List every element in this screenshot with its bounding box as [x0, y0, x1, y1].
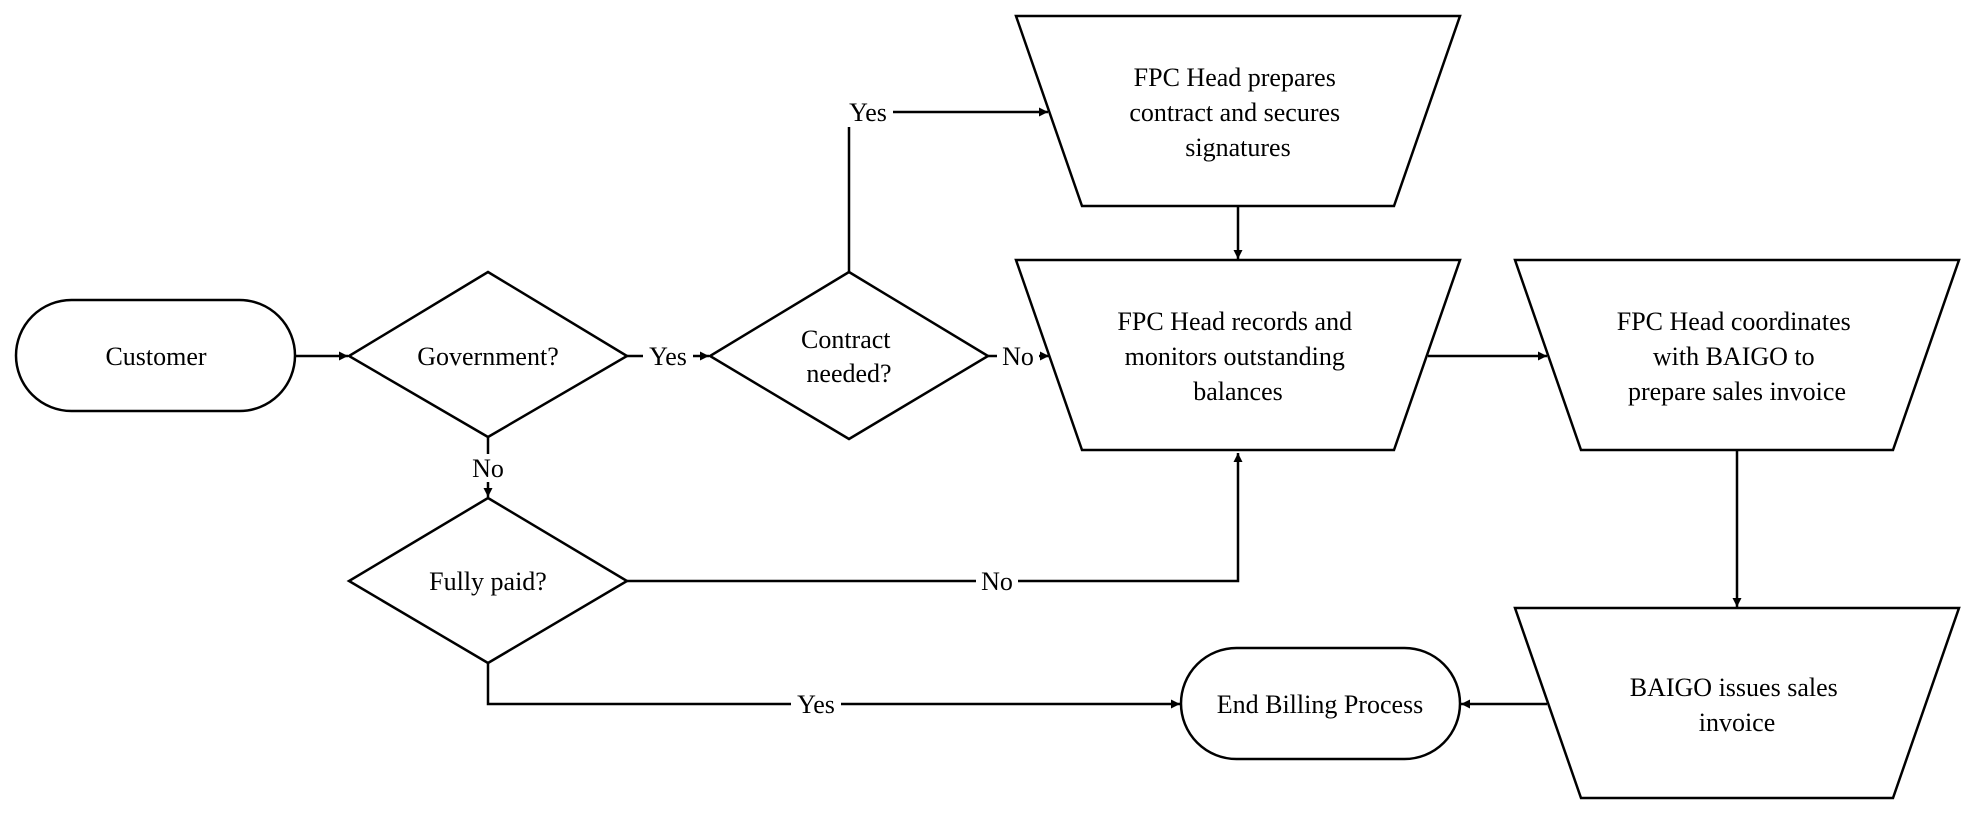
label-government-yes-text: Yes	[649, 342, 687, 371]
label-contract-no-text: No	[1002, 342, 1034, 371]
svg-text:FPC Head prepares contra: FPC Head prepares contract and secures s…	[1129, 63, 1346, 162]
label-contract-yes-text: Yes	[849, 98, 887, 127]
label-contract-yes: Yes	[843, 97, 893, 127]
records-balances-line-3: balances	[1193, 377, 1283, 406]
coordinates-baigo-line-2: with BAIGO to	[1653, 342, 1815, 371]
label-paid-yes: Yes	[791, 689, 841, 719]
svg-text:Customer: Customer	[105, 342, 206, 371]
contract-needed-line-2: needed?	[806, 359, 891, 388]
manual-operation-shape	[1014, 258, 1462, 452]
decision-shape	[346, 270, 630, 439]
svg-text:Government?: Government?	[417, 342, 559, 371]
end-billing-label: End Billing Process	[1217, 690, 1424, 719]
edge-contract-yes	[847, 107, 1048, 272]
government-label: Government?	[417, 342, 559, 371]
manual-operation-shape	[1513, 258, 1961, 452]
manual-operation-shape	[1513, 606, 1961, 800]
node-fully-paid-decision: Fully paid?	[346, 496, 630, 665]
svg-text:End Billing Process: End Billing Process	[1217, 690, 1424, 719]
node-baigo-issues: BAIGO issues sales invoice	[1513, 606, 1961, 800]
records-balances-line-1: FPC Head records and	[1117, 307, 1352, 336]
manual-operation-shape	[1014, 14, 1462, 208]
svg-text:FPC Head records and mon: FPC Head records and monitors outstandin…	[1117, 307, 1358, 406]
fully-paid-label: Fully paid?	[429, 567, 547, 596]
node-end-billing: End Billing Process	[1179, 646, 1462, 761]
svg-text:Fully paid?: Fully paid?	[429, 567, 547, 596]
edge-paid-yes	[486, 663, 1180, 709]
node-records-balances: FPC Head records and monitors outstandin…	[1014, 258, 1462, 452]
decision-shape	[346, 496, 630, 665]
label-paid-yes-text: Yes	[797, 690, 835, 719]
node-prepare-contract: FPC Head prepares contract and secures s…	[1014, 14, 1462, 208]
records-balances-line-2: monitors outstanding	[1125, 342, 1345, 371]
prepare-contract-line-2: contract and secures	[1129, 98, 1340, 127]
label-government-no: No	[467, 454, 509, 483]
contract-needed-line-1: Contract	[801, 325, 891, 354]
edge-paid-no	[627, 453, 1243, 583]
coordinates-baigo-line-1: FPC Head coordinates	[1617, 307, 1851, 336]
baigo-issues-line-2: invoice	[1699, 708, 1776, 737]
prepare-contract-line-3: signatures	[1185, 133, 1290, 162]
label-contract-no: No	[997, 341, 1039, 371]
terminator-shape	[1179, 646, 1462, 761]
customer-label: Customer	[105, 342, 206, 371]
label-paid-no-text: No	[981, 567, 1013, 596]
label-paid-no: No	[976, 566, 1018, 596]
label-government-no-text: No	[472, 454, 504, 483]
edge-labels: Yes No Yes No No Yes	[467, 97, 1039, 719]
svg-text:FPC Head coordinates wit: FPC Head coordinates with BAIGO to prepa…	[1617, 307, 1857, 406]
node-customer: Customer	[14, 298, 297, 413]
svg-text:Contract needed?: Contract needed?	[801, 325, 897, 388]
prepare-contract-line-1: FPC Head prepares	[1134, 63, 1336, 92]
svg-text:BAIGO issues sales invoi: BAIGO issues sales invoice	[1630, 673, 1845, 737]
node-contract-needed-decision: Contract needed?	[707, 270, 991, 441]
decision-shape	[707, 270, 991, 441]
node-government-decision: Government?	[346, 270, 630, 439]
node-coordinates-baigo: FPC Head coordinates with BAIGO to prepa…	[1513, 258, 1961, 452]
terminator-shape	[14, 298, 297, 413]
baigo-issues-line-1: BAIGO issues sales	[1630, 673, 1838, 702]
coordinates-baigo-line-3: prepare sales invoice	[1628, 377, 1846, 406]
label-government-yes: Yes	[643, 341, 693, 371]
